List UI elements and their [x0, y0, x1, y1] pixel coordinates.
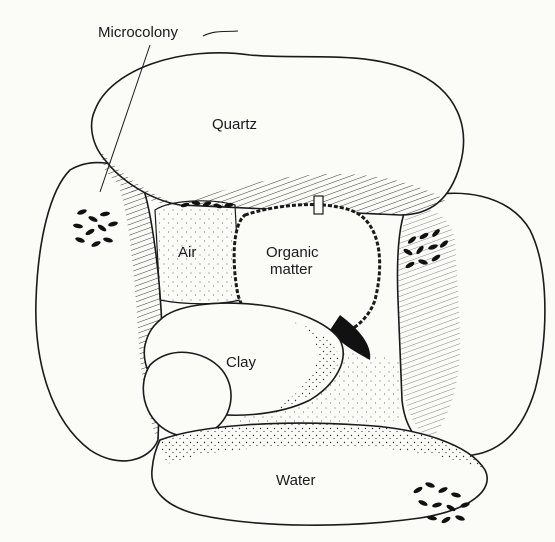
- left-grain: [36, 163, 162, 461]
- air-label: Air: [178, 244, 196, 261]
- bacteria-cell-icon: [441, 516, 452, 525]
- microcolony-label: Microcolony: [98, 24, 178, 41]
- organic-matter-label-line1: Organic: [266, 244, 319, 261]
- right-grain: [398, 193, 545, 455]
- air-pore: [155, 201, 240, 304]
- water-label: Water: [276, 472, 315, 489]
- clay-label: Clay: [226, 354, 256, 371]
- quartz-label: Quartz: [212, 116, 257, 133]
- organic-matter-label-line2: matter: [270, 261, 313, 278]
- quartz-grain: [92, 53, 464, 215]
- bacteria-cell-icon: [455, 514, 466, 522]
- water-film: [152, 423, 487, 525]
